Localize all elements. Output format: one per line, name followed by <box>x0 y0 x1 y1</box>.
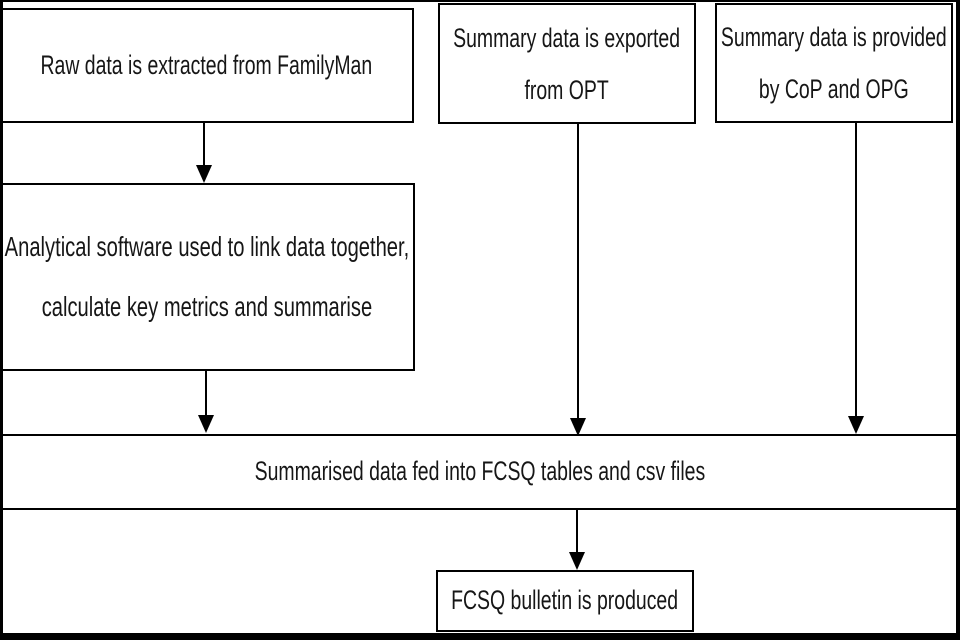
box-analytical-line2: calculate key metrics and summarise <box>41 291 372 322</box>
box-opt-export-line2: from OPT <box>524 74 610 105</box>
arrow-stem <box>576 509 578 552</box>
arrow-stem <box>205 371 207 415</box>
box-opt-export: Summary data is exported from OPT <box>438 3 696 124</box>
box-cop-opg-label: Summary data is provided by CoP and OPG <box>721 11 947 115</box>
box-analytical-label: Analytical software used to link data to… <box>4 217 409 337</box>
box-analytical-line1: Analytical software used to link data to… <box>4 231 409 262</box>
box-bulletin: FCSQ bulletin is produced <box>436 570 694 632</box>
box-opt-export-label: Summary data is exported from OPT <box>454 12 681 116</box>
box-cop-opg-line1: Summary data is provided <box>721 22 947 52</box>
box-raw-data: Raw data is extracted from FamilyMan <box>0 8 414 123</box>
box-analytical: Analytical software used to link data to… <box>0 183 415 371</box>
box-fcsq-tables-line: Summarised data fed into FCSQ tables and… <box>254 456 706 487</box>
box-fcsq-tables: Summarised data fed into FCSQ tables and… <box>0 434 960 510</box>
arrow-head-down-icon <box>196 165 212 183</box>
arrow-raw-to-analytical-icon <box>196 123 212 183</box>
arrow-analytical-to-tables-icon <box>198 371 214 433</box>
frame-left-border <box>0 0 3 640</box>
arrow-copopg-to-tables-icon <box>848 123 864 434</box>
arrow-stem <box>577 124 579 418</box>
box-raw-data-label: Raw data is extracted from FamilyMan <box>40 49 372 81</box>
box-cop-opg-line2: by CoP and OPG <box>759 74 909 104</box>
box-raw-data-line: Raw data is extracted from FamilyMan <box>40 49 372 80</box>
arrow-stem <box>855 123 857 416</box>
box-bulletin-line: FCSQ bulletin is produced <box>451 585 679 616</box>
arrow-head-down-icon <box>848 416 864 434</box>
arrow-stem <box>203 123 205 165</box>
box-bulletin-label: FCSQ bulletin is produced <box>451 585 679 616</box>
frame-top-border <box>0 0 960 2</box>
box-fcsq-tables-label: Summarised data fed into FCSQ tables and… <box>254 456 706 487</box>
arrow-head-down-icon <box>569 552 585 570</box>
arrow-opt-to-tables-icon <box>570 124 586 436</box>
arrow-head-down-icon <box>570 418 586 436</box>
arrow-tables-to-bulletin-icon <box>569 509 585 570</box>
frame-right-border <box>956 0 960 640</box>
frame-bottom-border <box>0 633 960 640</box>
box-opt-export-line1: Summary data is exported <box>453 22 681 53</box>
arrow-head-down-icon <box>198 415 214 433</box>
box-cop-opg: Summary data is provided by CoP and OPG <box>715 3 953 123</box>
